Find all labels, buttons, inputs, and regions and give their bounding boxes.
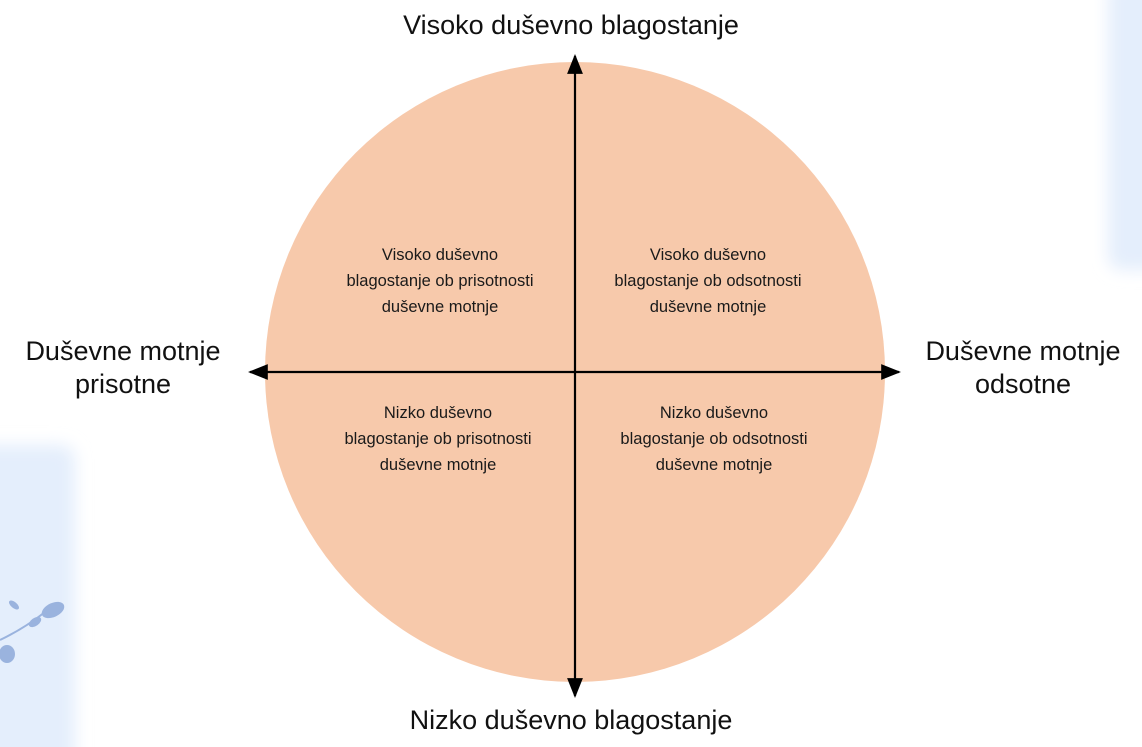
axis-label-right-line1: Duševne motnje xyxy=(925,336,1121,366)
axis-label-bottom-text: Nizko duševno blagostanje xyxy=(409,705,733,735)
quadrant-bottom-left-line1: Nizko duševno xyxy=(383,404,493,422)
decor-panel-left xyxy=(0,445,75,747)
axis-label-left-line1: Duševne motnje xyxy=(25,336,221,366)
quadrant-top-right-line3: duševne motnje xyxy=(649,298,767,316)
axis-label-bottom: Nizko duševno blagostanje xyxy=(0,704,1142,737)
quadrant-top-left-line1: Visoko duševno xyxy=(381,246,499,264)
quadrant-top-left-line2: blagostanje ob prisotnosti xyxy=(346,272,534,290)
leaf-sprig-icon xyxy=(0,600,65,663)
decor-panel-right xyxy=(1108,0,1142,270)
quadrant-bottom-left-line2: blagostanje ob prisotnosti xyxy=(344,430,532,448)
axis-label-top-text: Visoko duševno blagostanje xyxy=(403,10,739,40)
quadrant-bottom-left-line3: duševne motnje xyxy=(379,456,497,474)
quadrant-top-right-line2: blagostanje ob odsotnosti xyxy=(614,272,802,290)
quadrant-bottom-right-line1: Nizko duševno xyxy=(659,404,769,422)
quadrant-bottom-right-line3: duševne motnje xyxy=(655,456,773,474)
quadrant-bottom-left-label: Nizko duševno blagostanje ob prisotnosti… xyxy=(318,400,558,478)
axis-label-right: Duševne motnje odsotne xyxy=(908,335,1138,401)
axis-label-top: Visoko duševno blagostanje xyxy=(0,9,1142,42)
quadrant-bottom-right-line2: blagostanje ob odsotnosti xyxy=(620,430,808,448)
quadrant-top-right-line1: Visoko duševno xyxy=(649,246,767,264)
quadrant-top-right-label: Visoko duševno blagostanje ob odsotnosti… xyxy=(588,242,828,320)
quadrant-bottom-right-label: Nizko duševno blagostanje ob odsotnosti … xyxy=(594,400,834,478)
axis-label-left: Duševne motnje prisotne xyxy=(8,335,238,401)
quadrant-top-left-line3: duševne motnje xyxy=(381,298,499,316)
quadrant-top-left-label: Visoko duševno blagostanje ob prisotnost… xyxy=(320,242,560,320)
axis-label-left-line2: prisotne xyxy=(74,369,172,399)
axis-label-right-line2: odsotne xyxy=(974,369,1072,399)
